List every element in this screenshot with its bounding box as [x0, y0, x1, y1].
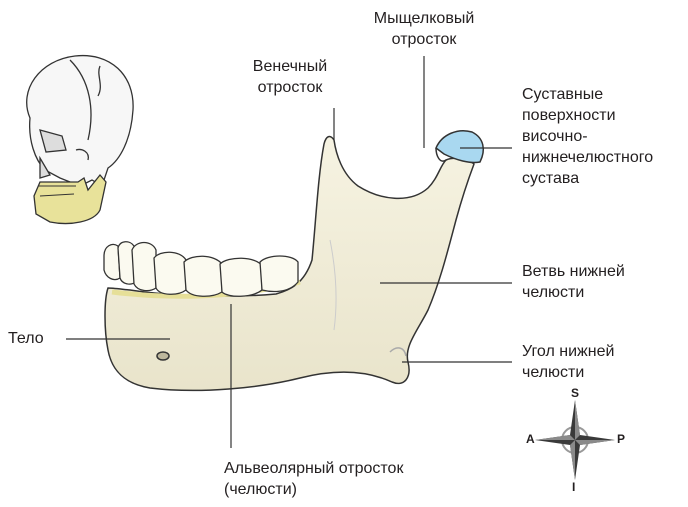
compass-rose	[535, 400, 615, 480]
label-ramus: Ветвь нижней челюсти	[522, 261, 625, 303]
teeth	[104, 242, 298, 297]
tooth-canine	[132, 243, 156, 291]
compass-anterior-label: A	[526, 432, 535, 446]
mental-foramen	[157, 352, 169, 360]
label-body: Тело	[8, 328, 44, 349]
articular-surface	[436, 131, 483, 163]
label-angle: Угол нижней челюсти	[522, 341, 614, 383]
compass-inferior-label: I	[572, 480, 575, 494]
label-alveolar-process: Альвеолярный отросток (челюсти)	[224, 458, 403, 500]
skull-thumbnail	[27, 56, 133, 224]
tooth-premolar-1	[154, 252, 186, 294]
compass-superior-label: S	[571, 386, 579, 400]
compass-posterior-label: P	[617, 432, 625, 446]
label-coronoid-process: Венечный отросток	[238, 56, 342, 98]
tooth-premolar-2	[184, 256, 222, 296]
skull-mandible-highlight	[34, 175, 106, 224]
label-condylar-process: Мыщелковый отросток	[358, 8, 490, 50]
tooth-molar-2	[260, 256, 298, 292]
label-articular-surfaces: Суставные поверхности височно- нижнечелю…	[522, 84, 653, 189]
tooth-molar-1	[220, 258, 262, 296]
